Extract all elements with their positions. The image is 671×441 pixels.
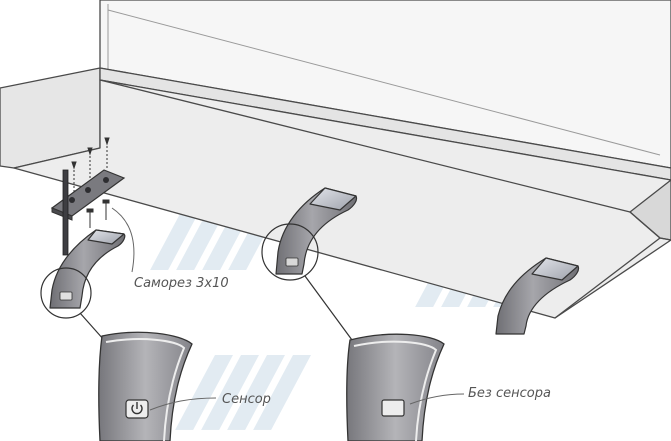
mounting-plate-assembly (50, 137, 135, 273)
power-icon (131, 402, 143, 415)
zoom-view-no-sensor (346, 333, 465, 441)
screw-label: Саморез 3х10 (134, 276, 229, 291)
lamp-without-sensor-1 (275, 187, 358, 275)
lamp-without-sensor-2 (495, 257, 580, 335)
no-sensor-label: Без сенсора (468, 386, 551, 401)
touch-sensor-icon (125, 399, 149, 419)
zoom-circle-no-sensor (261, 223, 319, 281)
lamp-with-sensor (49, 229, 126, 309)
zoom-leaders (79, 275, 353, 341)
sensor-label: Сенсор (222, 392, 271, 407)
screw-icon (71, 137, 110, 228)
screw-leader (111, 207, 135, 273)
zoom-view-sensor (98, 331, 217, 441)
sensor-leader (149, 397, 217, 411)
shelf-back-panel (99, 0, 671, 169)
blank-cover-plate (381, 399, 405, 417)
shelf-top-ledge (99, 67, 671, 181)
no-sensor-leader (409, 393, 465, 405)
zoom-circle-sensor (40, 267, 92, 319)
